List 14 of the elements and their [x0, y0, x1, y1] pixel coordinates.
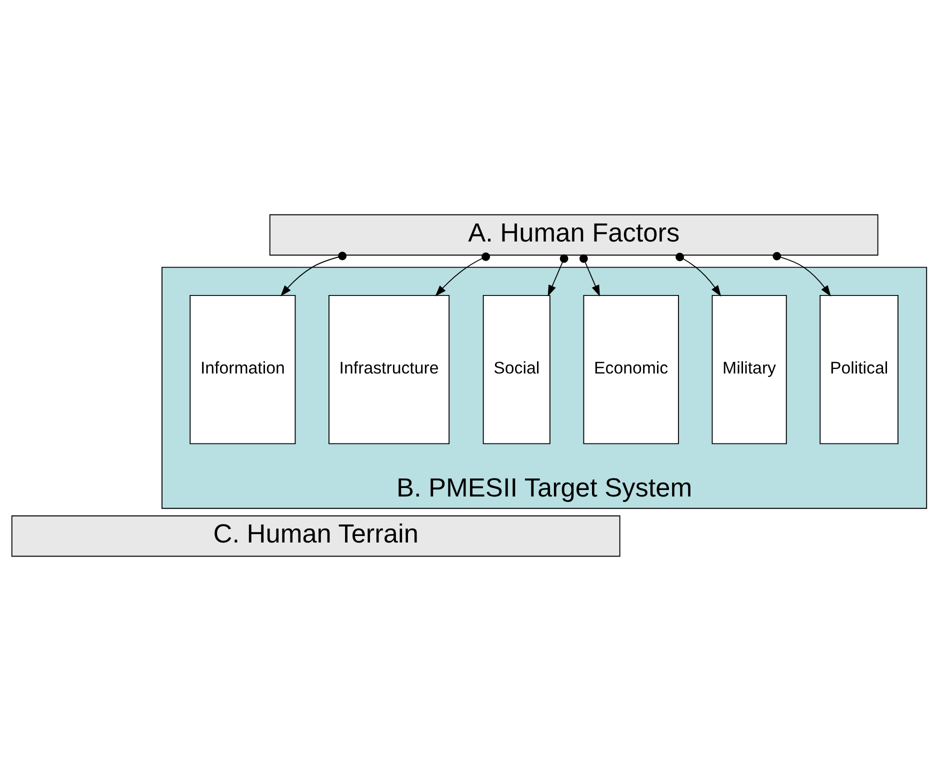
node-box: Economic [583, 294, 679, 444]
arrow [435, 252, 490, 296]
node-box: Infrastructure [328, 294, 450, 444]
node-box: Military [712, 294, 787, 444]
arrow [280, 252, 347, 296]
arrow [548, 254, 568, 296]
node-box: Social [482, 294, 550, 444]
arrow [579, 254, 600, 296]
node-box: Information [190, 294, 296, 444]
node-box: Political [820, 294, 898, 444]
node-box: C. Human Terrain [11, 515, 620, 557]
arrow [676, 252, 722, 297]
arrow [772, 252, 831, 297]
node-box: A. Human Factors [269, 214, 878, 256]
